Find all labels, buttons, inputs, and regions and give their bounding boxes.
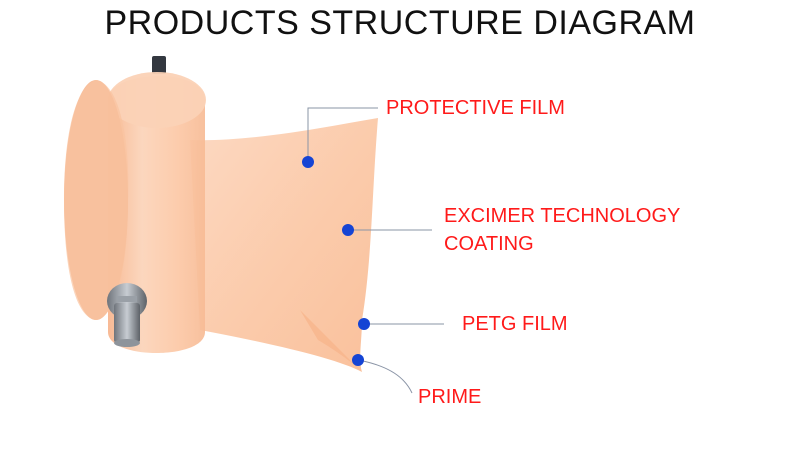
label-petg-film-line-1: PETG FILM [462, 313, 568, 335]
dot-excimer-coating [342, 224, 354, 236]
dot-petg-film [358, 318, 370, 330]
leader-lines [307, 107, 444, 394]
label-protective-film: PROTECTIVE FILM [386, 94, 565, 122]
label-protective-film-line-1: PROTECTIVE FILM [386, 97, 565, 119]
label-prime: PRIME [418, 383, 481, 411]
leader-prime [357, 359, 413, 394]
film-sheet [190, 118, 378, 372]
leader-protective-film [307, 107, 378, 162]
label-excimer-coating-line-1: EXCIMER TECHNOLOGY [444, 205, 681, 227]
roll-shaft [114, 303, 140, 343]
label-excimer-coating-line-2: COATING [444, 233, 534, 255]
label-petg-film: PETG FILM [462, 310, 568, 338]
layer-dots [302, 156, 370, 366]
roll-top-stub [152, 56, 166, 74]
roll-top-rim [108, 72, 206, 128]
dot-prime [352, 354, 364, 366]
label-prime-line-1: PRIME [418, 386, 482, 408]
film-sheet-fold [300, 310, 362, 372]
page-title: PRODUCTS STRUCTURE DIAGRAM [104, 4, 696, 42]
label-excimer-coating: EXCIMER TECHNOLOGY COATING [444, 202, 680, 258]
dot-protective-film [302, 156, 314, 168]
